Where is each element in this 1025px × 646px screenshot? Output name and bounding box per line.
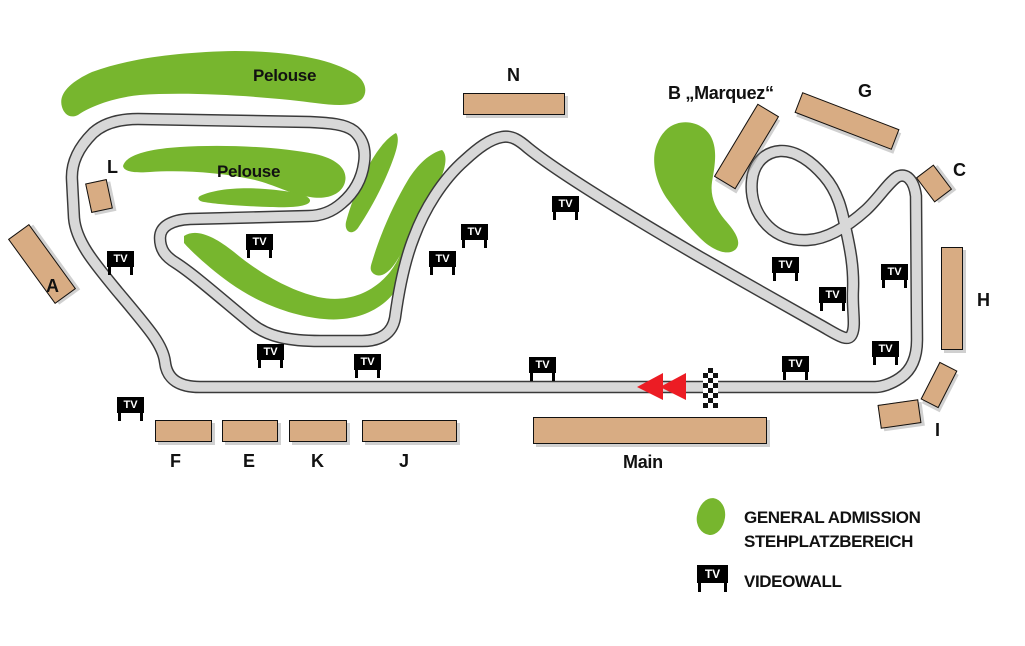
videowall-icon: TV xyxy=(872,341,899,365)
videowall-icon: TV xyxy=(552,196,579,220)
legend-general-admission-line2: STEHPLATZBEREICH xyxy=(744,532,913,551)
legend-general-admission-line1: GENERAL ADMISSION xyxy=(744,508,921,527)
green-boomerang-area xyxy=(184,232,407,320)
videowall-icon: TV xyxy=(772,257,799,281)
grandstand-f xyxy=(155,420,212,442)
videowall-icon: TV xyxy=(819,287,846,311)
videowall-icon: TV xyxy=(354,354,381,378)
pelouse-inner-lower-strip xyxy=(198,188,311,208)
grandstand-a-label: A xyxy=(46,276,59,296)
green-strip-wide xyxy=(370,150,446,276)
videowall-icon: TV xyxy=(117,397,144,421)
grandstand-main-label: Main xyxy=(623,452,663,472)
grandstand-k-label: K xyxy=(311,451,324,471)
direction-arrows xyxy=(637,373,686,400)
grandstand-n-label: N xyxy=(507,65,520,85)
grandstand-e xyxy=(222,420,278,442)
grandstand-f-label: F xyxy=(170,451,181,471)
start-finish-line xyxy=(703,368,718,408)
grandstand-main xyxy=(533,417,767,444)
track-surface xyxy=(67,114,922,392)
legend-videowall-icon: TV xyxy=(697,565,728,592)
grandstand-l-label: L xyxy=(107,157,118,177)
grandstand-i-label: I xyxy=(935,420,940,440)
legend-general-admission-label: GENERAL ADMISSION STEHPLATZBEREICH xyxy=(744,506,921,554)
grandstand-j-label: J xyxy=(399,451,409,471)
green-strip-thin xyxy=(345,133,398,233)
videowall-icon: TV xyxy=(529,357,556,381)
videowall-icon: TV xyxy=(429,251,456,275)
videowall-icon: TV xyxy=(461,224,488,248)
grandstand-c-label: C xyxy=(953,160,966,180)
grandstand-g-label: G xyxy=(858,81,872,101)
legend-videowall-label: VIDEOWALL xyxy=(744,572,842,591)
videowall-icon: TV xyxy=(881,264,908,288)
pelouse-upper-area xyxy=(61,51,366,117)
pelouse-inner-area xyxy=(123,145,346,198)
grandstand-h xyxy=(941,247,963,350)
videowall-icon: TV xyxy=(782,356,809,380)
videowall-icon: TV xyxy=(107,251,134,275)
grandstand-e-label: E xyxy=(243,451,255,471)
grandstand-k xyxy=(289,420,347,442)
grandstand-b-label: B „Marquez“ xyxy=(668,83,774,103)
grandstand-j xyxy=(362,420,457,442)
grandstand-h-label: H xyxy=(977,290,990,310)
green-marquez-area xyxy=(654,122,739,253)
pelouse-upper-label: Pelouse xyxy=(253,66,317,85)
videowall-icon: TV xyxy=(257,344,284,368)
pelouse-inner-label: Pelouse xyxy=(217,162,281,181)
videowall-icon: TV xyxy=(246,234,273,258)
grandstand-n xyxy=(463,93,565,115)
